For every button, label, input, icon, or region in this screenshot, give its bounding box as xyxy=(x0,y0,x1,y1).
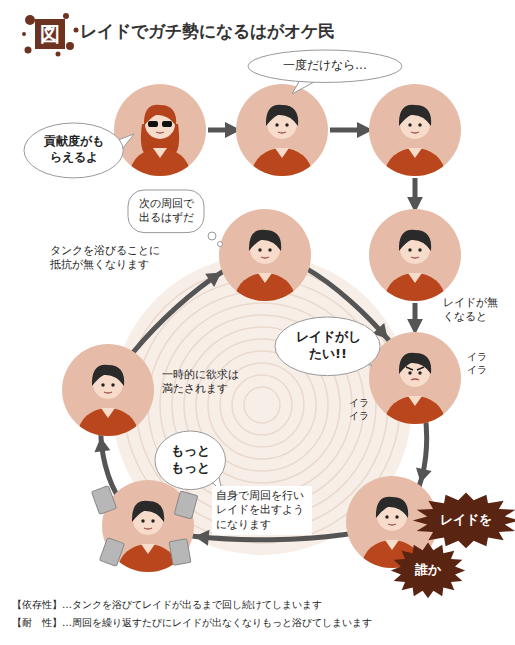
speech-bubble: 貢献度がもらえるよ xyxy=(23,122,124,179)
card-icon xyxy=(99,538,124,567)
cycle-arrowhead xyxy=(194,529,209,546)
speech-bubble: もっと もっと xyxy=(154,430,226,491)
cycle-arrowhead xyxy=(413,467,432,484)
node-text: もっと もっと xyxy=(169,443,211,477)
step-note: レイドが無くなると xyxy=(443,296,501,325)
thought-bubble: 次の周回で出るはずだ xyxy=(127,189,205,234)
person-figure xyxy=(114,84,206,200)
person-figure xyxy=(369,84,461,200)
irritation-mark: イラ イラ xyxy=(348,396,370,422)
node-text: レイドを xyxy=(439,512,493,529)
step-note: 自身で周回を行い レイドを出すようになります xyxy=(212,486,312,535)
person-figure xyxy=(219,209,311,325)
node-text: 次の周回で出るはずだ xyxy=(137,197,195,226)
speech-bubble: レイドがしたい!! xyxy=(274,316,381,377)
flow-arrow xyxy=(413,303,418,322)
flow-arrow xyxy=(413,178,418,200)
card-icon xyxy=(174,491,198,519)
ink-splatter xyxy=(22,13,79,57)
flow-arrow xyxy=(330,128,360,133)
node-text: 一度だけなら… xyxy=(275,58,375,74)
person-figure xyxy=(62,344,154,460)
thought-puff xyxy=(218,242,223,247)
footer-note: 【依存性】…タンクを浴びてレイドが出るまで回し続けてしまいます xyxy=(12,598,322,611)
person-figure xyxy=(369,332,461,448)
starburst: 誰か xyxy=(398,548,458,593)
irritation-mark: イラ イラ xyxy=(466,350,488,376)
starburst: レイドを xyxy=(423,498,509,543)
title: レイドでガチ勢になるはがオケ民 xyxy=(80,20,335,43)
footer-note: 【耐 性】…周回を繰り返すたびにレイドが出なくなりもっと浴びてしまいます xyxy=(12,616,372,629)
node-text: 貢献度がもらえるよ xyxy=(43,134,105,165)
step-note: タンクを浴びることに抵抗が無くなります xyxy=(50,244,164,273)
cycle-arrowhead xyxy=(93,436,111,452)
card-icon xyxy=(91,486,116,515)
node-text: 誰か xyxy=(414,562,442,579)
node-text: レイドがしたい!! xyxy=(295,329,361,363)
node-text: 図 xyxy=(39,21,61,47)
thought-puff xyxy=(208,232,216,240)
person-figure xyxy=(236,84,328,200)
card-icon xyxy=(169,539,191,566)
figure-badge: 図 xyxy=(35,19,65,49)
speech-bubble: 一度だけなら… xyxy=(247,49,403,83)
step-note: 一時的に欲求は満たされます xyxy=(162,368,242,397)
flow-arrow xyxy=(208,128,228,133)
